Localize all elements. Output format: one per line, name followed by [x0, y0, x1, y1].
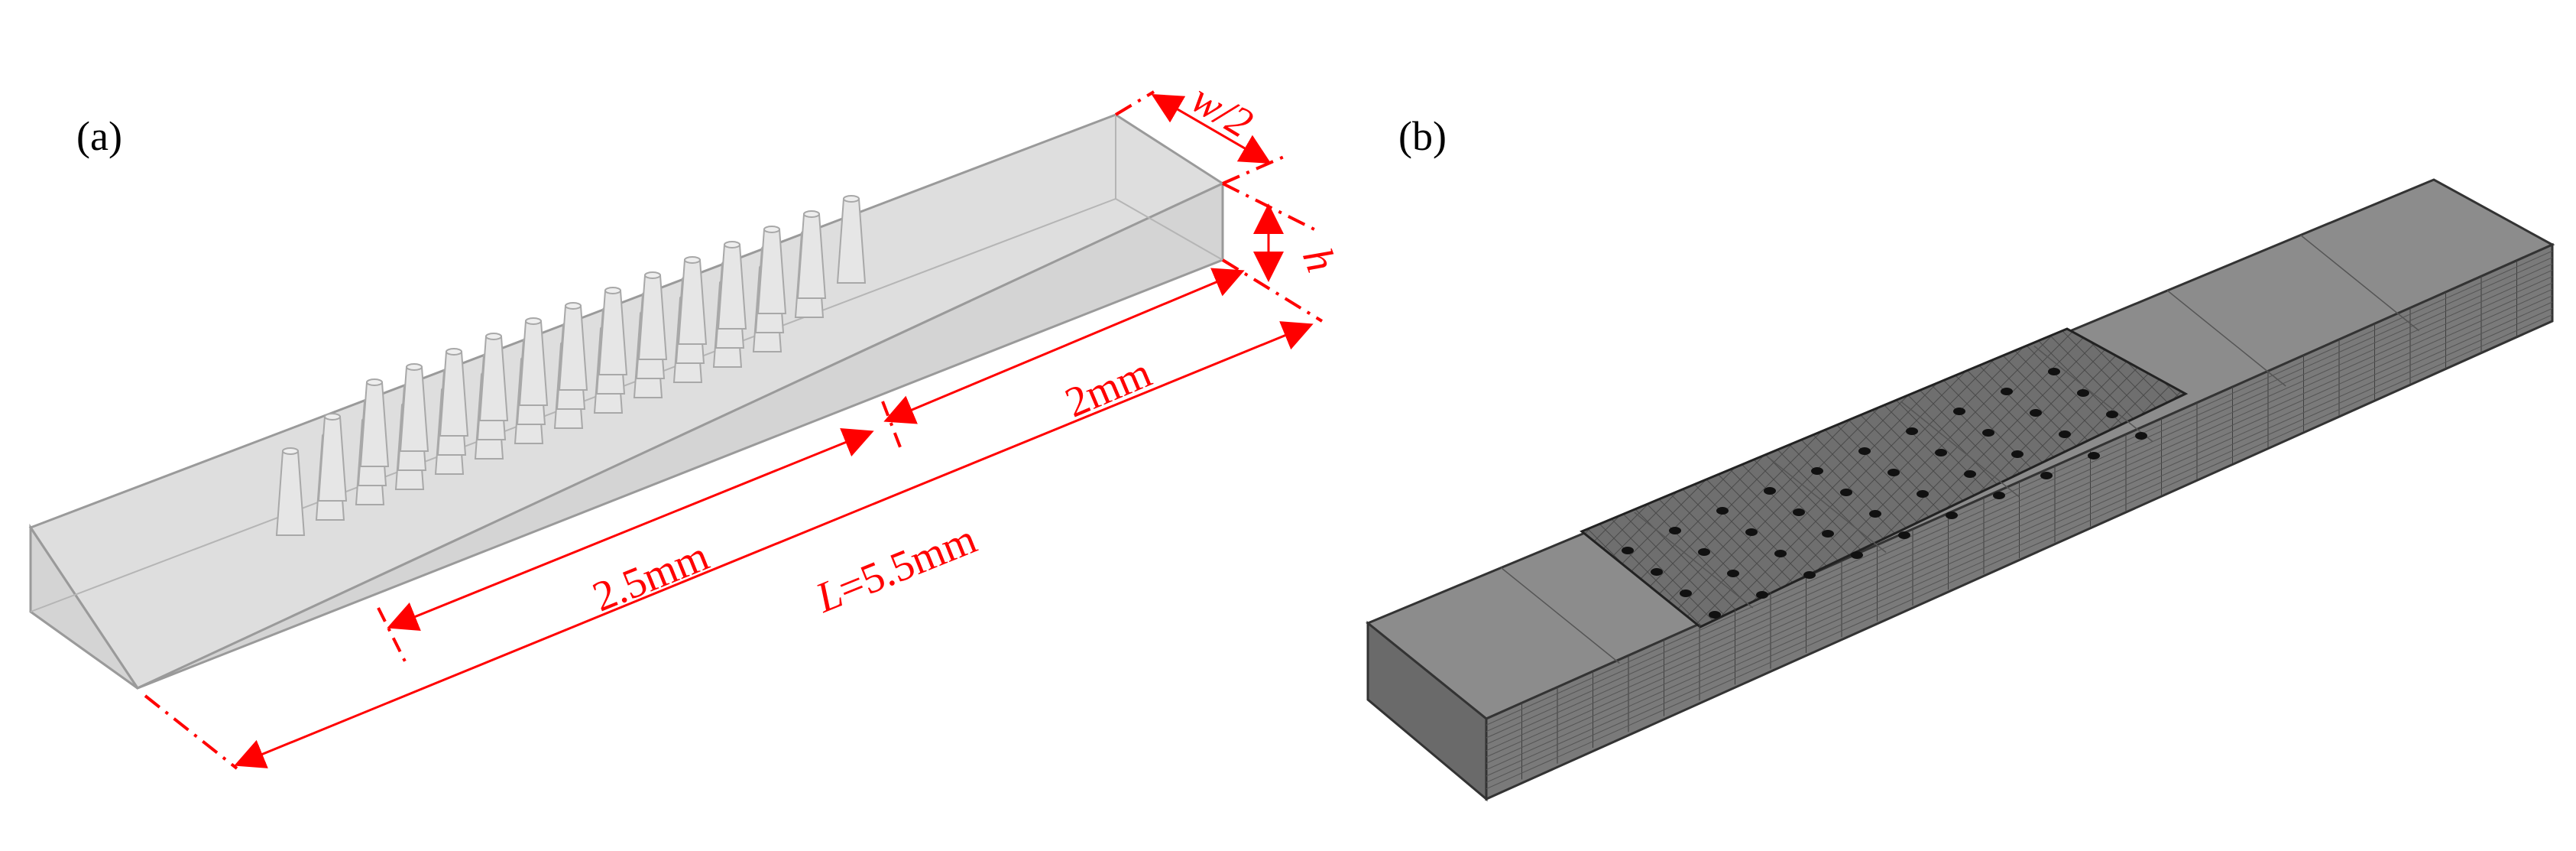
mesh-pillar-hole: [1727, 570, 1739, 577]
micropillar-top: [803, 210, 820, 218]
mesh-line: [1500, 567, 1620, 664]
panel-b-mesh: (b): [1366, 113, 2555, 802]
mesh-line: [1486, 295, 2553, 771]
panel-a-label: (a): [76, 113, 122, 159]
mesh-pillar-hole: [1803, 571, 1816, 579]
micropillar-top: [282, 447, 299, 455]
mesh-line: [1486, 301, 2553, 777]
mesh-grid-lines: [1486, 234, 2553, 790]
mesh-line: [2033, 345, 2153, 443]
panel-a-geometry: (a) w/2 h: [28, 75, 1345, 770]
mesh-line: [1486, 276, 2553, 752]
mesh-pillar-hole: [1622, 547, 1634, 554]
mesh-line: [1486, 269, 2553, 745]
dim-total-length-arrow: [234, 321, 1314, 768]
mesh-pillar-hole: [1917, 490, 1929, 498]
mesh-pillar-hole: [2030, 409, 2042, 417]
mesh-pillar-hole: [1906, 427, 1918, 435]
mesh-pillar-hole: [1774, 550, 1787, 557]
dim-total-length-value: =5.5mm: [831, 515, 983, 613]
micropillar-top: [684, 256, 701, 264]
mesh-pillar-hole: [1869, 510, 1881, 518]
mesh-pillar-hole: [1698, 548, 1710, 556]
dim-array-length-ext: [377, 607, 407, 662]
mesh-pillar-holes: [1622, 368, 2147, 619]
mesh-line: [1486, 282, 2553, 758]
mesh-pillar-hole: [1764, 487, 1776, 495]
panel-b-label: (b): [1398, 113, 1447, 159]
dim-height: h: [1221, 182, 1345, 323]
mesh-line: [1486, 314, 2553, 790]
micropillar-top: [604, 287, 621, 294]
mesh-pillar-hole: [1669, 527, 1681, 534]
mesh-pillar-hole: [1745, 528, 1758, 536]
mesh-pillar-hole: [2001, 388, 2013, 395]
mesh-line: [1486, 263, 2553, 739]
dim-height-label: h: [1293, 242, 1345, 278]
mesh-pillar-hole: [1811, 467, 1823, 475]
dim-half-width-ext-2: [1222, 155, 1285, 185]
micropillar-top: [406, 363, 423, 371]
micropillar-top: [324, 413, 341, 421]
mesh-pillar-hole: [1709, 611, 1721, 619]
mesh-pillar-hole: [1964, 470, 1976, 478]
micropillar-top: [724, 241, 740, 248]
mesh-line: [1486, 257, 2553, 732]
mesh-pillar-hole: [2077, 389, 2089, 397]
mesh-pillar-hole: [1793, 508, 1805, 516]
mesh-pillar-hole: [1680, 590, 1692, 597]
mesh-line: [1900, 401, 2020, 498]
mesh-pillar-hole: [1898, 531, 1910, 539]
mesh-line: [2300, 234, 2420, 332]
mesh-pillar-hole: [2059, 430, 2071, 438]
mesh-pillar-hole: [1935, 449, 1947, 456]
dim-half-width-arrow: [1151, 93, 1272, 164]
mesh-pillar-hole: [2040, 472, 2053, 479]
dim-total-length-ext: [144, 694, 238, 770]
micropillar-top: [763, 226, 780, 233]
mesh-pillar-hole: [1982, 429, 1994, 437]
micropillar-top: [446, 348, 462, 356]
dim-half-width-label: w/2: [1183, 75, 1260, 148]
mesh-pillar-hole: [2106, 411, 2118, 418]
mesh-line: [1486, 307, 2553, 783]
mesh-pillar-hole: [2135, 432, 2147, 440]
micropillar-top: [565, 302, 582, 310]
mesh-pillar-hole: [2088, 452, 2100, 460]
mesh-pillar-hole: [1822, 530, 1834, 538]
mesh-line: [1486, 288, 2553, 764]
micropillar-top: [843, 195, 860, 203]
mesh-box: [1366, 178, 2555, 802]
mesh-line: [1634, 512, 1754, 609]
micropillar-top: [366, 378, 383, 386]
mesh-line: [1767, 456, 1887, 554]
mesh-pillar-hole: [1946, 512, 1958, 519]
mesh-pillar-hole: [1858, 447, 1871, 455]
micropillar-top: [485, 333, 502, 340]
micropillar-top: [644, 271, 661, 279]
micropillar-top: [525, 317, 542, 325]
mesh-pillar-hole: [1840, 489, 1852, 496]
channel-inlet-face: [29, 524, 139, 690]
mesh-line: [1486, 250, 2553, 726]
mesh-pillar-hole: [2011, 450, 2024, 458]
mesh-pillar-hole: [1953, 408, 1965, 415]
dim-half-width-ext-1: [1114, 90, 1155, 116]
mesh-pillar-hole: [1887, 469, 1900, 476]
mesh-pillar-hole: [1651, 568, 1663, 576]
mesh-pillar-hole: [2048, 368, 2060, 375]
mesh-pillar-hole: [1756, 591, 1768, 599]
channel-outlet-bottom: [1115, 198, 1223, 261]
mesh-line: [2166, 290, 2286, 387]
mesh-pillar-hole: [1716, 507, 1729, 515]
dim-total-length-label: L=5.5mm: [809, 515, 983, 622]
mesh-refined-region: [1580, 327, 2189, 629]
mesh-pillar-hole: [1993, 492, 2005, 499]
dim-outlet-length-label: 2mm: [1058, 349, 1158, 427]
dim-outlet-length-ext: [881, 401, 903, 452]
mesh-pillar-hole: [1851, 551, 1863, 559]
